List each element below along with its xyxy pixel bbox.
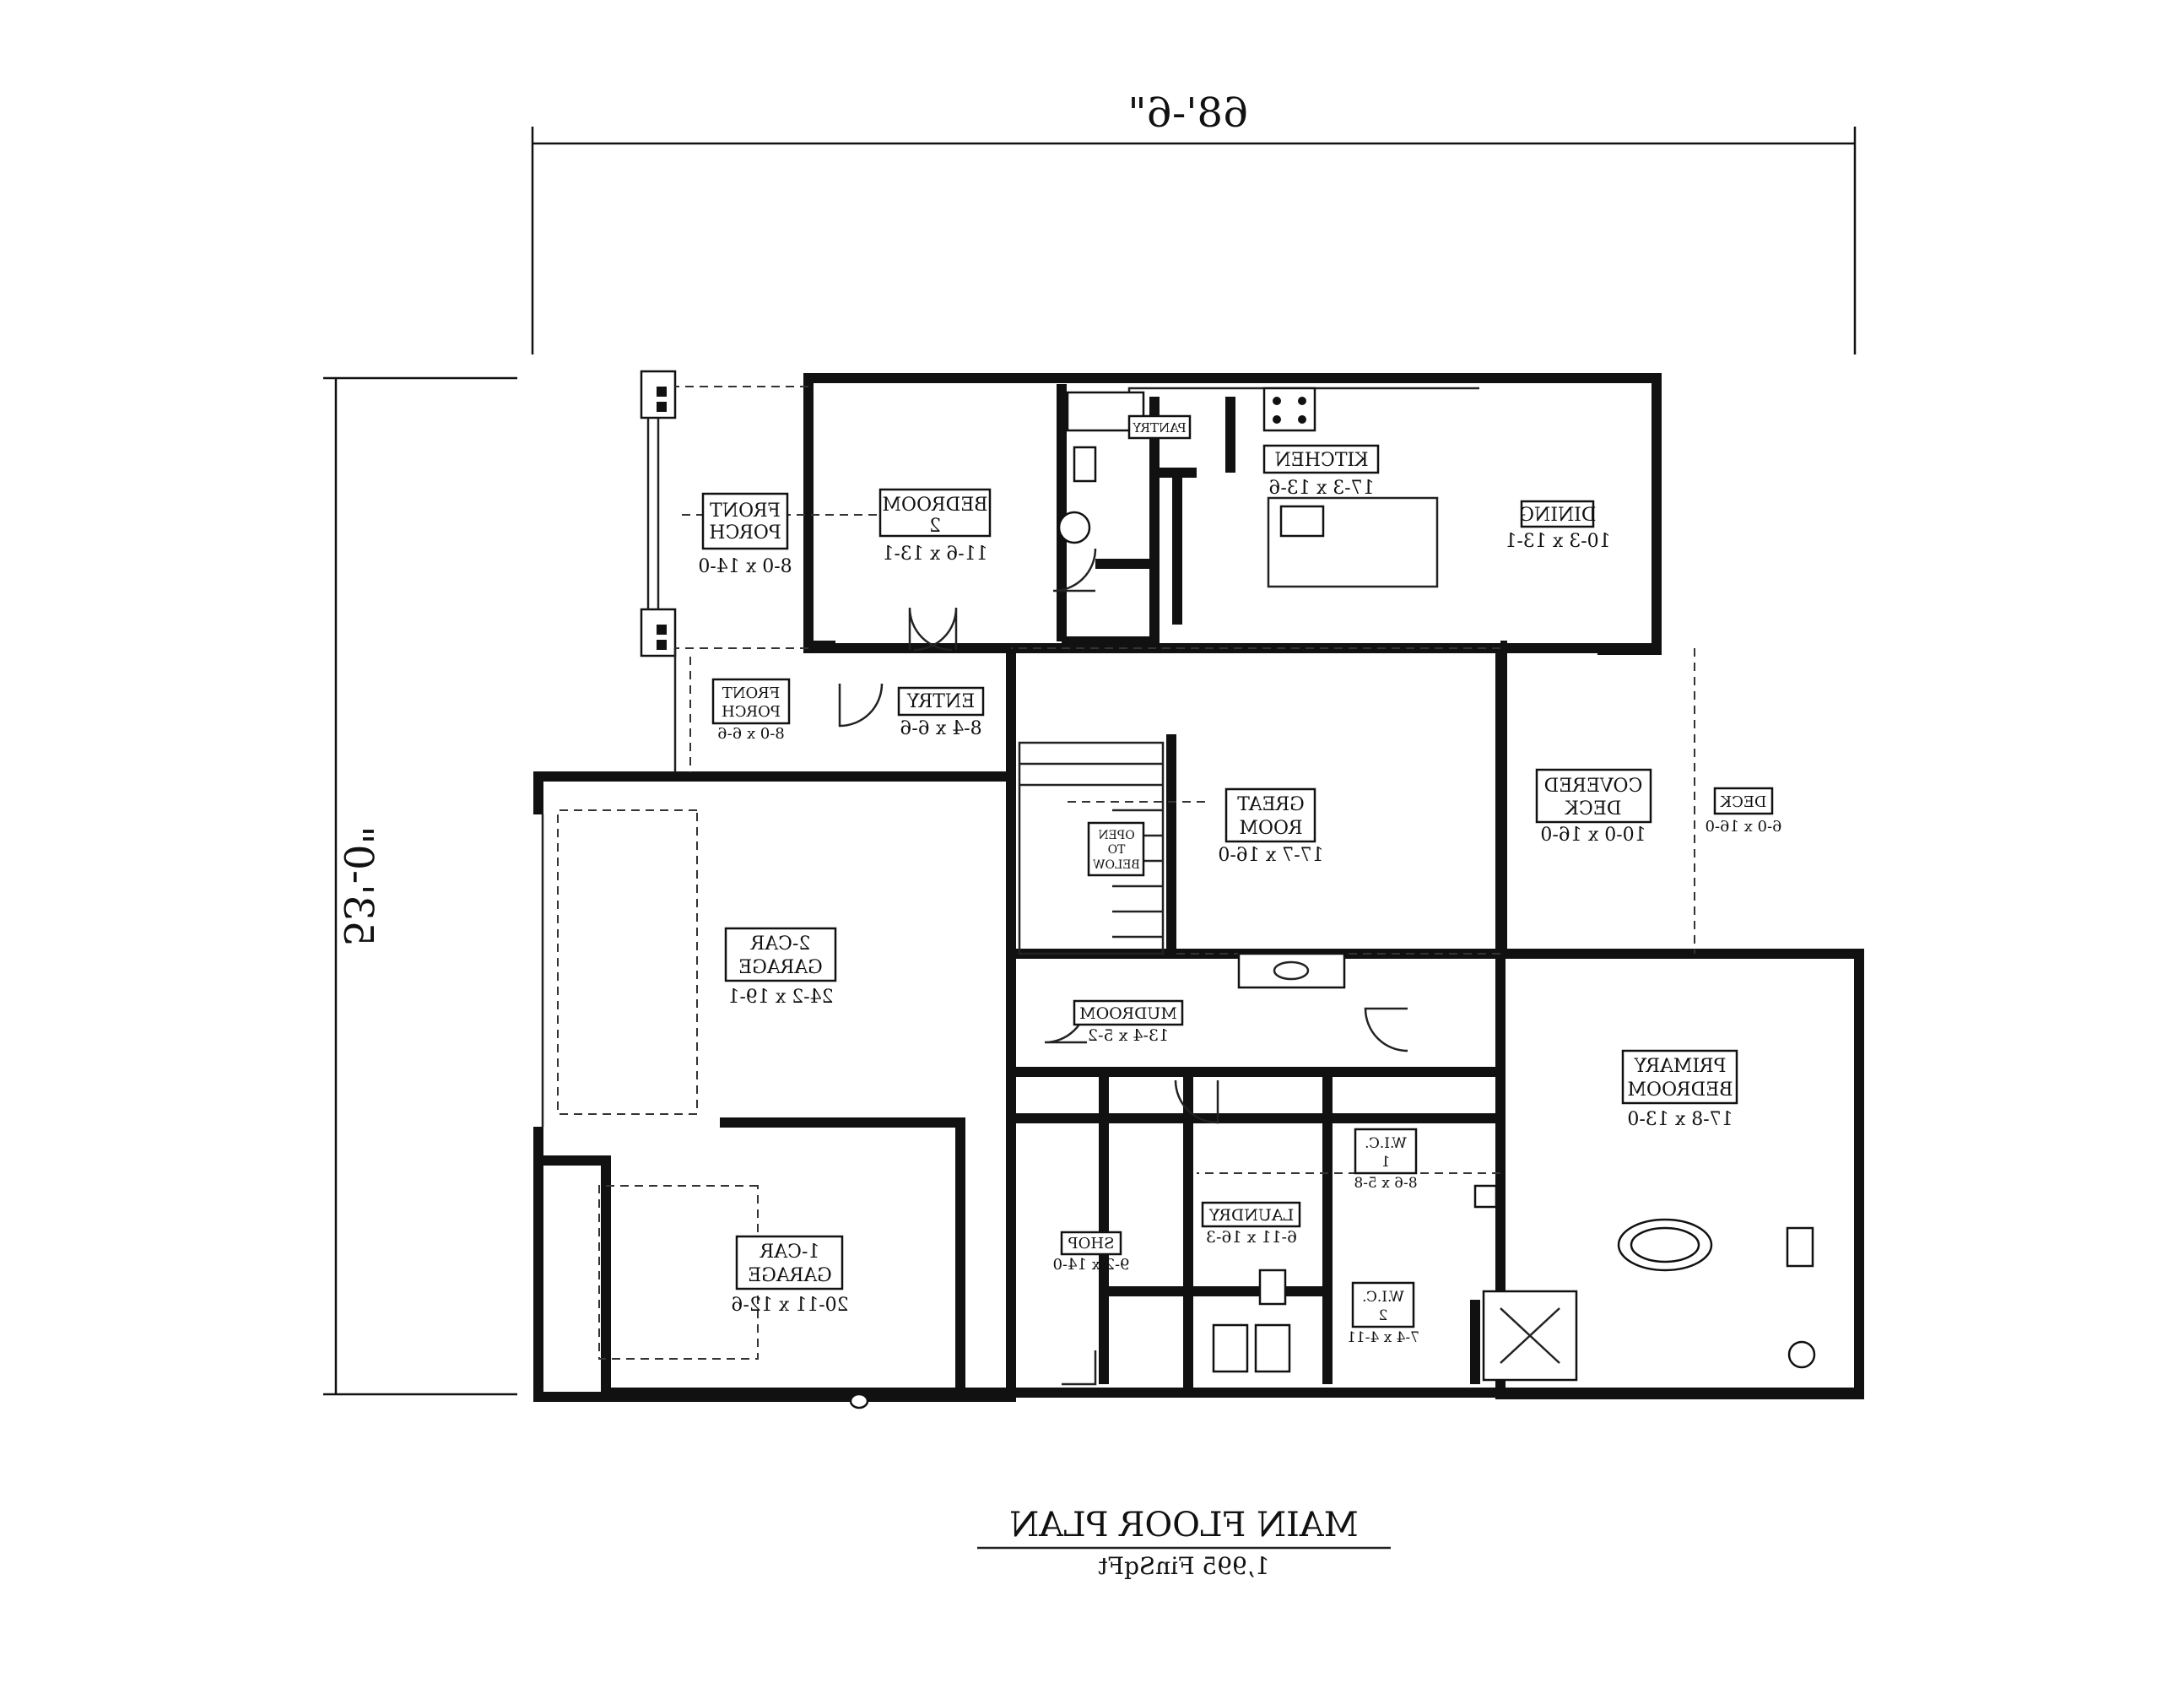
covered-deck-label: COVERED — [1544, 776, 1643, 797]
primary-bedroom-size: 17-8 x 13-0 — [1627, 1109, 1733, 1130]
garage2-label-2: GARAGE — [738, 957, 823, 978]
kitchen-size: 17-3 x 13-6 — [1268, 478, 1374, 499]
garage2-size: 24-2 x 19-1 — [727, 987, 833, 1008]
wic1-label: W.I.C. — [1365, 1135, 1407, 1152]
wic1-label-2: 1 — [1381, 1154, 1391, 1171]
width-dimension-line — [531, 127, 1857, 354]
front-porch-small-size: 8-0 x 6-6 — [717, 725, 785, 743]
primary-bedroom-label: PRIMARY — [1634, 1056, 1726, 1077]
deck-label: DECK — [1720, 793, 1766, 811]
front-porch-small-label: FRONT — [722, 684, 781, 702]
bedroom2-label: BEDROOM — [882, 495, 987, 516]
bedroom2-size: 11-6 x 13-1 — [882, 544, 987, 565]
garage1-label-2: GARAGE — [748, 1265, 832, 1286]
laundry-size: 6-11 x 16-3 — [1206, 1228, 1297, 1247]
kitchen-label: KITCHEN — [1274, 450, 1368, 471]
pantry-label: PANTRY — [1132, 420, 1187, 436]
mudroom-size: 13-4 x 5-2 — [1088, 1026, 1169, 1045]
plan-title: MAIN FLOOR PLAN 1,995 FinSqFt — [977, 1506, 1391, 1580]
open-to-below-label-3: BELOW — [1093, 858, 1140, 872]
front-porch-small-label-2: PORCH — [722, 703, 781, 721]
shop-label: SHOP — [1068, 1235, 1115, 1252]
wic1-size: 8-6 x 5-8 — [1354, 1175, 1417, 1192]
plan-title-text: MAIN FLOOR PLAN — [1009, 1506, 1358, 1545]
entry-label: ENTRY — [906, 691, 975, 712]
laundry-appliances — [1212, 1269, 1291, 1373]
primary-bath-fixtures — [1473, 1184, 1816, 1382]
deck-size: 6-0 x 16-0 — [1705, 818, 1781, 836]
great-room-label: GREAT — [1237, 794, 1305, 815]
front-porch-size: 8-0 x 14-0 — [698, 556, 792, 577]
mudroom-label: MUDROOM — [1079, 1004, 1177, 1023]
great-room-label-2: ROOM — [1239, 818, 1302, 839]
garage1-label: 1-CAR — [759, 1242, 819, 1263]
covered-deck-size: 10-0 x 16-0 — [1540, 825, 1646, 846]
front-porch-label-2: PORCH — [709, 522, 781, 544]
kitchen-fixtures — [1127, 387, 1479, 588]
dining-size: 10-3 x 13-1 — [1505, 531, 1610, 552]
primary-bedroom-label-2: BEDROOM — [1627, 1079, 1733, 1101]
room-labels: 68'-6" 53'-0" BEDROOM 2 11-6 x 13-1 FRON… — [334, 89, 1782, 1346]
shop-size: 9-2 x 14-0 — [1052, 1256, 1129, 1274]
laundry-label: LAUNDRY — [1208, 1206, 1294, 1225]
fireplace — [1237, 952, 1346, 989]
entry-size: 8-4 x 6-6 — [900, 718, 981, 739]
wic2-label-2: 2 — [1379, 1307, 1388, 1324]
garage1-size: 20-11 x 12-6 — [731, 1295, 848, 1316]
garage2-label: 2-CAR — [749, 933, 810, 955]
porch-posts — [640, 370, 808, 772]
open-to-below-label-2: TO — [1108, 843, 1126, 857]
depth-dimension-line — [323, 376, 517, 1396]
wic2-label: W.I.C. — [1362, 1289, 1404, 1306]
open-to-below-label: OPEN — [1098, 829, 1134, 842]
depth-dimension-label: 53'-0" — [334, 825, 381, 946]
interior-walls — [1057, 384, 1506, 1384]
front-porch-label: FRONT — [710, 500, 781, 522]
great-room-size: 17-7 x 16-0 — [1218, 845, 1323, 866]
width-dimension-label: 68'-6" — [1127, 89, 1248, 137]
dining-label: DINING — [1519, 505, 1596, 526]
plan-subtitle-text: 1,995 FinSqFt — [1098, 1552, 1270, 1580]
wic2-size: 7-4 x 4-11 — [1347, 1329, 1419, 1346]
bedroom2-number: 2 — [929, 516, 941, 537]
covered-deck-label-2: DECK — [1565, 798, 1622, 820]
